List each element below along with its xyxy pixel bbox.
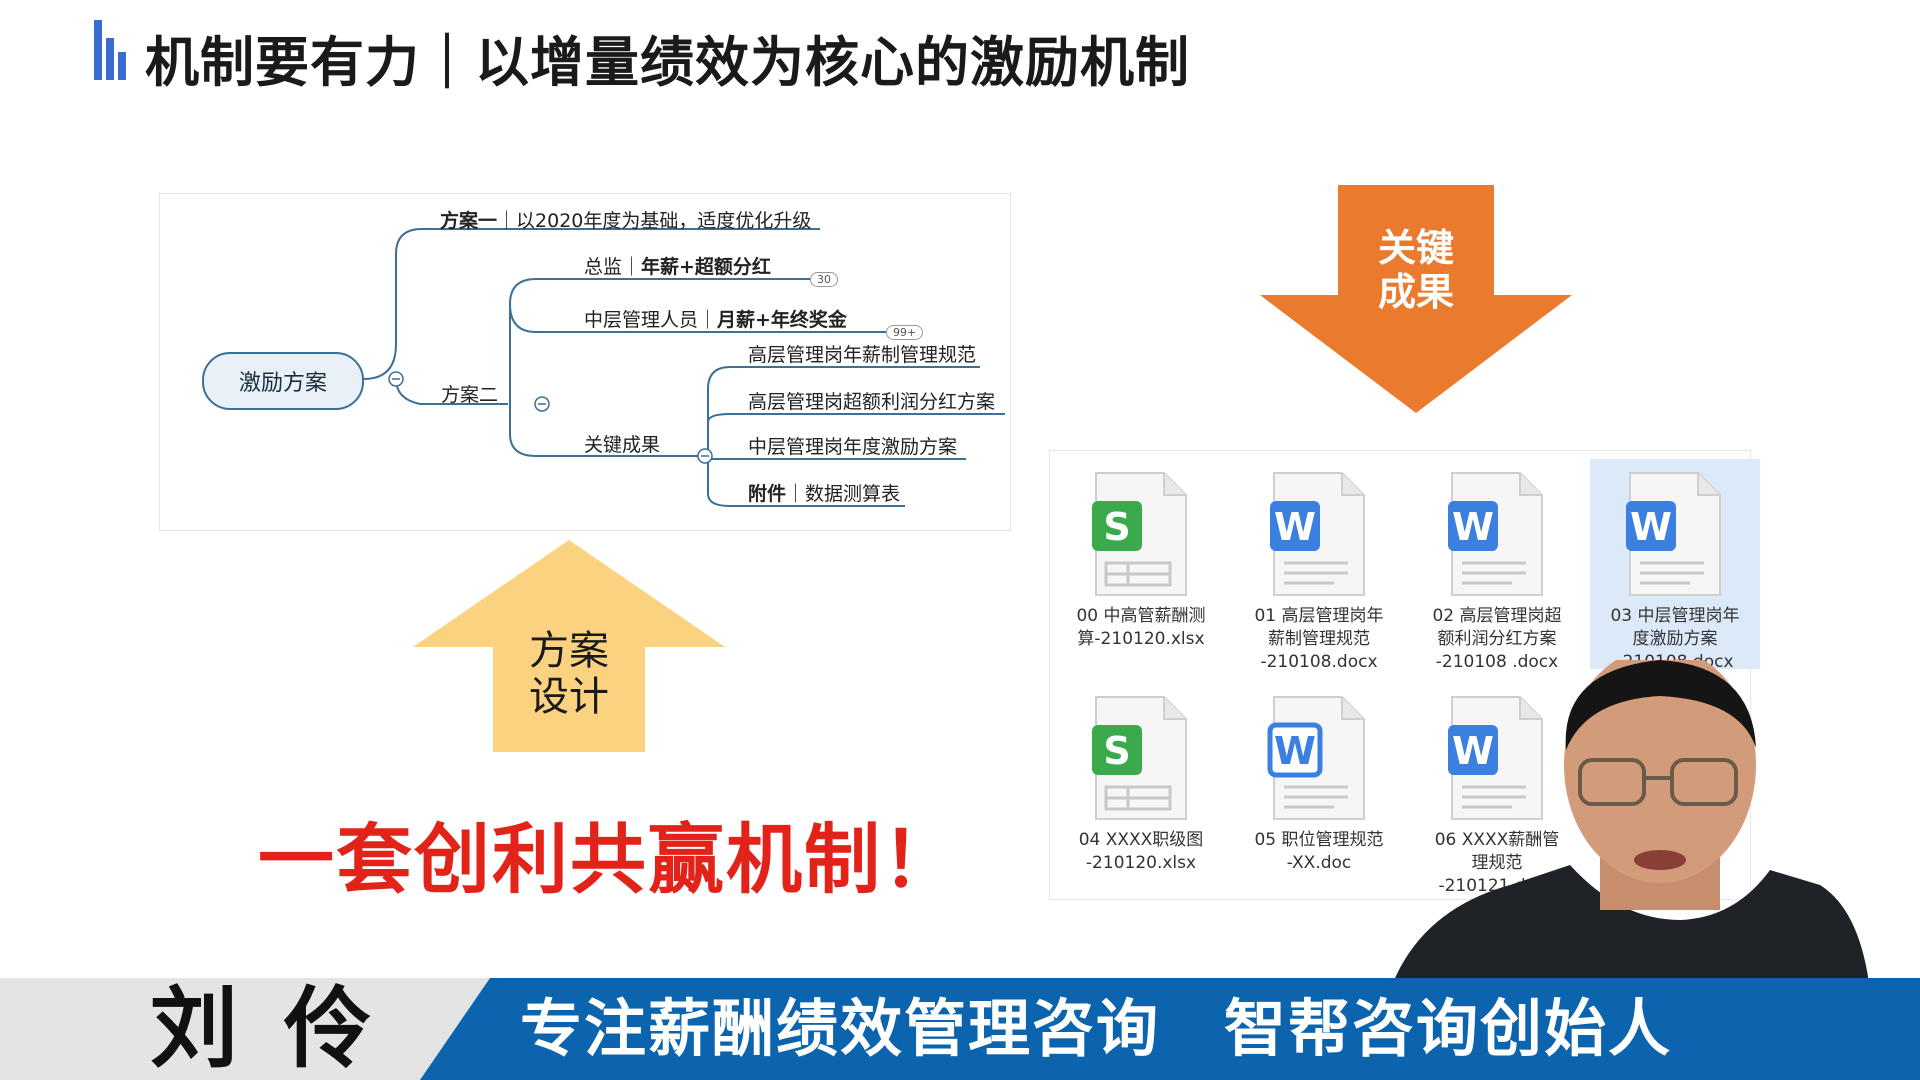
file-name: 05 职位管理规范 -XX.doc xyxy=(1234,829,1404,875)
plan1-title: 方案一 xyxy=(440,210,498,232)
mindmap-leaf-result-2: 高层管理岗超额利润分红方案 xyxy=(748,391,996,413)
up-arrow-plan-design xyxy=(413,540,725,752)
up-arrow-label: 方案 设计 xyxy=(493,628,645,720)
svg-text:S: S xyxy=(1103,505,1130,549)
mindmap-node-key-results: 关键成果 xyxy=(584,434,661,456)
mindmap-node-middle-managers: 中层管理人员｜月薪+年终奖金 xyxy=(584,305,847,332)
file-item[interactable]: W 06 XXXX薪酬管 理规范 -210121.docx xyxy=(1412,683,1582,896)
attachment-title: 附件 xyxy=(748,483,787,505)
file-name-line1: 05 职位管理规范 xyxy=(1254,830,1384,850)
down-arrow-key-results xyxy=(1260,185,1572,413)
presenter-tagline: 专注薪酬绩效管理咨询 智帮咨询创始人 xyxy=(520,992,1673,1065)
document-file-icon: W xyxy=(1267,696,1365,820)
svg-text:W: W xyxy=(1630,505,1672,549)
up-arrow-shape xyxy=(413,540,725,752)
spreadsheet-file-icon: S xyxy=(1092,696,1187,820)
file-name-line1: 01 高层管理岗年 xyxy=(1254,606,1384,626)
mindmap-connectors xyxy=(360,228,1005,507)
down-arrow-label: 关键 成果 xyxy=(1338,226,1494,314)
presenter-hair xyxy=(1565,660,1756,750)
middle-managers-pay: 月薪+年终奖金 xyxy=(717,309,847,331)
presenter-video-overlay xyxy=(1390,660,1870,990)
file-name: 04 XXXX职级图 -210120.xlsx xyxy=(1056,829,1226,875)
mindmap-node-plan1: 方案一｜以2020年度为基础，适度优化升级 xyxy=(440,206,811,233)
file-item[interactable]: W 05 职位管理规范 -XX.doc xyxy=(1234,683,1404,893)
file-name-line2: 理规范 xyxy=(1471,853,1523,873)
file-name-line2: -XX.doc xyxy=(1286,853,1352,873)
down-arrow-line2: 成果 xyxy=(1377,270,1454,314)
up-arrow-line1: 方案 xyxy=(529,628,609,674)
file-item[interactable]: S 00 中高管薪酬测 算-210120.xlsx xyxy=(1056,459,1226,669)
file-name-line2: 度激励方案 xyxy=(1632,629,1718,649)
file-name: 01 高层管理岗年 薪制管理规范 -210108.docx xyxy=(1234,605,1404,674)
mindmap-node-plan2: 方案二 xyxy=(441,384,499,406)
director-pay: 年薪+超额分红 xyxy=(641,256,771,278)
middle-managers-count-badge: 99+ xyxy=(886,325,924,340)
plan1-description: ｜以2020年度为基础，适度优化升级 xyxy=(497,210,812,232)
file-name-line2: 额利润分红方案 xyxy=(1437,629,1557,649)
down-arrow-line1: 关键 xyxy=(1377,226,1454,270)
file-name-line3: -210108.docx xyxy=(1260,652,1378,672)
svg-text:W: W xyxy=(1274,729,1316,773)
file-item[interactable]: W 01 高层管理岗年 薪制管理规范 -210108.docx xyxy=(1234,459,1404,672)
mindmap-node-director: 总监｜年薪+超额分红 xyxy=(584,252,771,279)
file-name-line3: -210108 .docx xyxy=(1435,652,1559,672)
slogan-text: 一套创利共赢机制！ xyxy=(258,815,960,904)
svg-text:W: W xyxy=(1274,505,1316,549)
file-name-line1: 02 高层管理岗超 xyxy=(1432,606,1562,626)
svg-text:W: W xyxy=(1452,505,1494,549)
file-name-line1: 04 XXXX职级图 xyxy=(1078,830,1204,850)
presenter-name: 刘伶 xyxy=(150,977,419,1080)
presenter-face xyxy=(1564,660,1756,883)
presenter-glasses xyxy=(1578,758,1738,806)
file-name-line2: -210120.xlsx xyxy=(1085,853,1197,873)
banner-tagline-background xyxy=(420,978,1920,1080)
mindmap-leaf-attachment: 附件｜数据测算表 xyxy=(748,479,900,506)
file-name-line2: 算-210120.xlsx xyxy=(1077,629,1205,649)
document-file-icon: W xyxy=(1448,696,1543,820)
file-item[interactable]: W 03 中层管理岗年 度激励方案 -210108.docx xyxy=(1590,459,1760,672)
attachment-description: ｜数据测算表 xyxy=(786,483,901,505)
banner-name-background xyxy=(0,978,490,1080)
svg-text:W: W xyxy=(1452,729,1494,773)
file-name-line1: 03 中层管理岗年 xyxy=(1610,606,1740,626)
file-name: 02 高层管理岗超 额利润分红方案 -210108 .docx xyxy=(1412,605,1582,674)
down-arrow-shape xyxy=(1260,185,1572,413)
mindmap-root-node: 激励方案 xyxy=(202,352,364,410)
presenter-mouth xyxy=(1634,850,1686,870)
mindmap-panel: 激励方案 方案一｜以2020年度为基础，适度优化升级 方案二 总监｜年薪+超额分… xyxy=(159,193,1011,531)
svg-text:S: S xyxy=(1103,729,1130,773)
document-file-icon: W xyxy=(1270,472,1365,596)
file-name: 00 中高管薪酬测 算-210120.xlsx xyxy=(1056,605,1226,651)
file-item[interactable]: S 04 XXXX职级图 -210120.xlsx xyxy=(1056,683,1226,893)
slide-title: 机制要有力｜以增量绩效为核心的激励机制 xyxy=(145,31,1190,94)
file-item[interactable]: W 02 高层管理岗超 额利润分红方案 -210108 .docx xyxy=(1412,459,1582,672)
up-arrow-line2: 设计 xyxy=(529,674,609,720)
mindmap-leaf-result-1: 高层管理岗年薪制管理规范 xyxy=(748,344,977,366)
middle-managers-label: 中层管理人员｜ xyxy=(584,309,718,331)
document-file-icon: W xyxy=(1448,472,1543,596)
title-accent-bars xyxy=(94,20,126,80)
director-label: 总监｜ xyxy=(584,256,642,278)
director-count-badge: 30 xyxy=(810,272,838,287)
spreadsheet-file-icon: S xyxy=(1092,472,1187,596)
file-name-line1: 00 中高管薪酬测 xyxy=(1076,606,1206,626)
mindmap-leaf-result-3: 中层管理岗年度激励方案 xyxy=(748,436,958,458)
file-name-line2: 薪制管理规范 xyxy=(1268,629,1370,649)
file-name-line1: 06 XXXX薪酬管 xyxy=(1434,830,1560,850)
presenter-shirt xyxy=(1390,865,1870,990)
document-file-icon: W xyxy=(1626,472,1721,596)
